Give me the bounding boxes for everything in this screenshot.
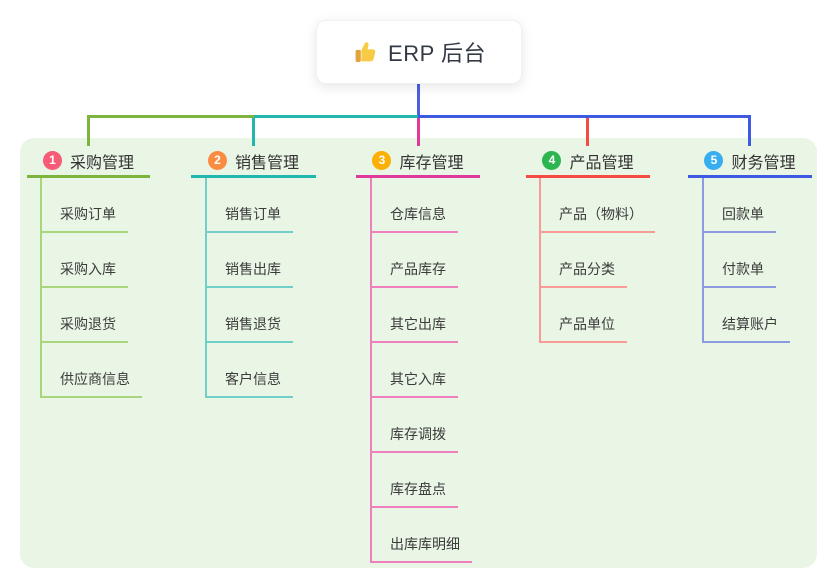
mindmap-node[interactable]: 销售订单 [207, 178, 293, 233]
connector-line [87, 115, 90, 146]
connector-line [417, 84, 420, 118]
mindmap-node[interactable]: 产品分类 [541, 233, 655, 288]
branch-badge: 4 [542, 151, 562, 170]
mindmap-node[interactable]: 销售出库 [207, 233, 293, 288]
mindmap-node[interactable]: 其它入库 [372, 343, 472, 398]
mindmap-node[interactable]: 仓库信息 [372, 178, 472, 233]
mindmap-node[interactable]: 回款单 [704, 178, 790, 233]
mindmap-node[interactable]: 采购入库 [42, 233, 142, 288]
branch-children-inventory: 仓库信息 产品库存 其它出库 其它入库 库存调拨 库存盘点 出库库明细 [370, 178, 472, 563]
mindmap-canvas [20, 138, 817, 568]
branch-badge: 5 [704, 151, 724, 170]
mindmap-node[interactable]: 库存盘点 [372, 453, 472, 508]
root-title: ERP 后台 [388, 41, 486, 66]
branch-title: 采购管理 [69, 154, 134, 172]
branch-label-finance[interactable]: 5 财务管理 [688, 146, 812, 178]
branch-badge: 3 [372, 151, 392, 170]
branch-title: 销售管理 [234, 154, 299, 172]
mindmap-node[interactable]: 库存调拨 [372, 398, 472, 453]
connector-line [748, 115, 751, 146]
connector-line [417, 118, 420, 146]
connector-line [252, 115, 418, 118]
connector-line [417, 115, 751, 118]
mindmap-node[interactable]: 供应商信息 [42, 343, 142, 398]
branch-label-inventory[interactable]: 3 库存管理 [356, 146, 480, 178]
branch-children-sales: 销售订单 销售出库 销售退货 客户信息 [205, 178, 293, 398]
branch-badge: 2 [207, 151, 227, 170]
branch-children-finance: 回款单 付款单 结算账户 [702, 178, 790, 343]
branch-title: 产品管理 [569, 154, 634, 172]
thumbs-up-icon [355, 42, 376, 62]
mindmap-node[interactable]: 付款单 [704, 233, 790, 288]
mindmap-node[interactable]: 产品库存 [372, 233, 472, 288]
branch-label-sales[interactable]: 2 销售管理 [191, 146, 316, 178]
branch-label-product[interactable]: 4 产品管理 [526, 146, 650, 178]
branch-title: 财务管理 [731, 154, 796, 172]
root-node[interactable]: ERP 后台 [316, 20, 522, 84]
mindmap-node[interactable]: 采购订单 [42, 178, 142, 233]
mindmap-node[interactable]: 出库库明细 [372, 508, 472, 563]
connector-line [586, 118, 589, 146]
mindmap-node[interactable]: 客户信息 [207, 343, 293, 398]
connector-line [87, 115, 254, 118]
branch-badge: 1 [42, 151, 62, 170]
branch-title: 库存管理 [399, 154, 464, 172]
branch-children-product: 产品（物料） 产品分类 产品单位 [539, 178, 655, 343]
branch-children-purchase: 采购订单 采购入库 采购退货 供应商信息 [40, 178, 142, 398]
branch-label-purchase[interactable]: 1 采购管理 [27, 146, 150, 178]
mindmap-node[interactable]: 结算账户 [704, 288, 790, 343]
mindmap-node[interactable]: 其它出库 [372, 288, 472, 343]
mindmap-node[interactable]: 产品（物料） [541, 178, 655, 233]
mindmap-node[interactable]: 采购退货 [42, 288, 142, 343]
mindmap-node[interactable]: 产品单位 [541, 288, 655, 343]
connector-line [252, 115, 255, 146]
mindmap-node[interactable]: 销售退货 [207, 288, 293, 343]
